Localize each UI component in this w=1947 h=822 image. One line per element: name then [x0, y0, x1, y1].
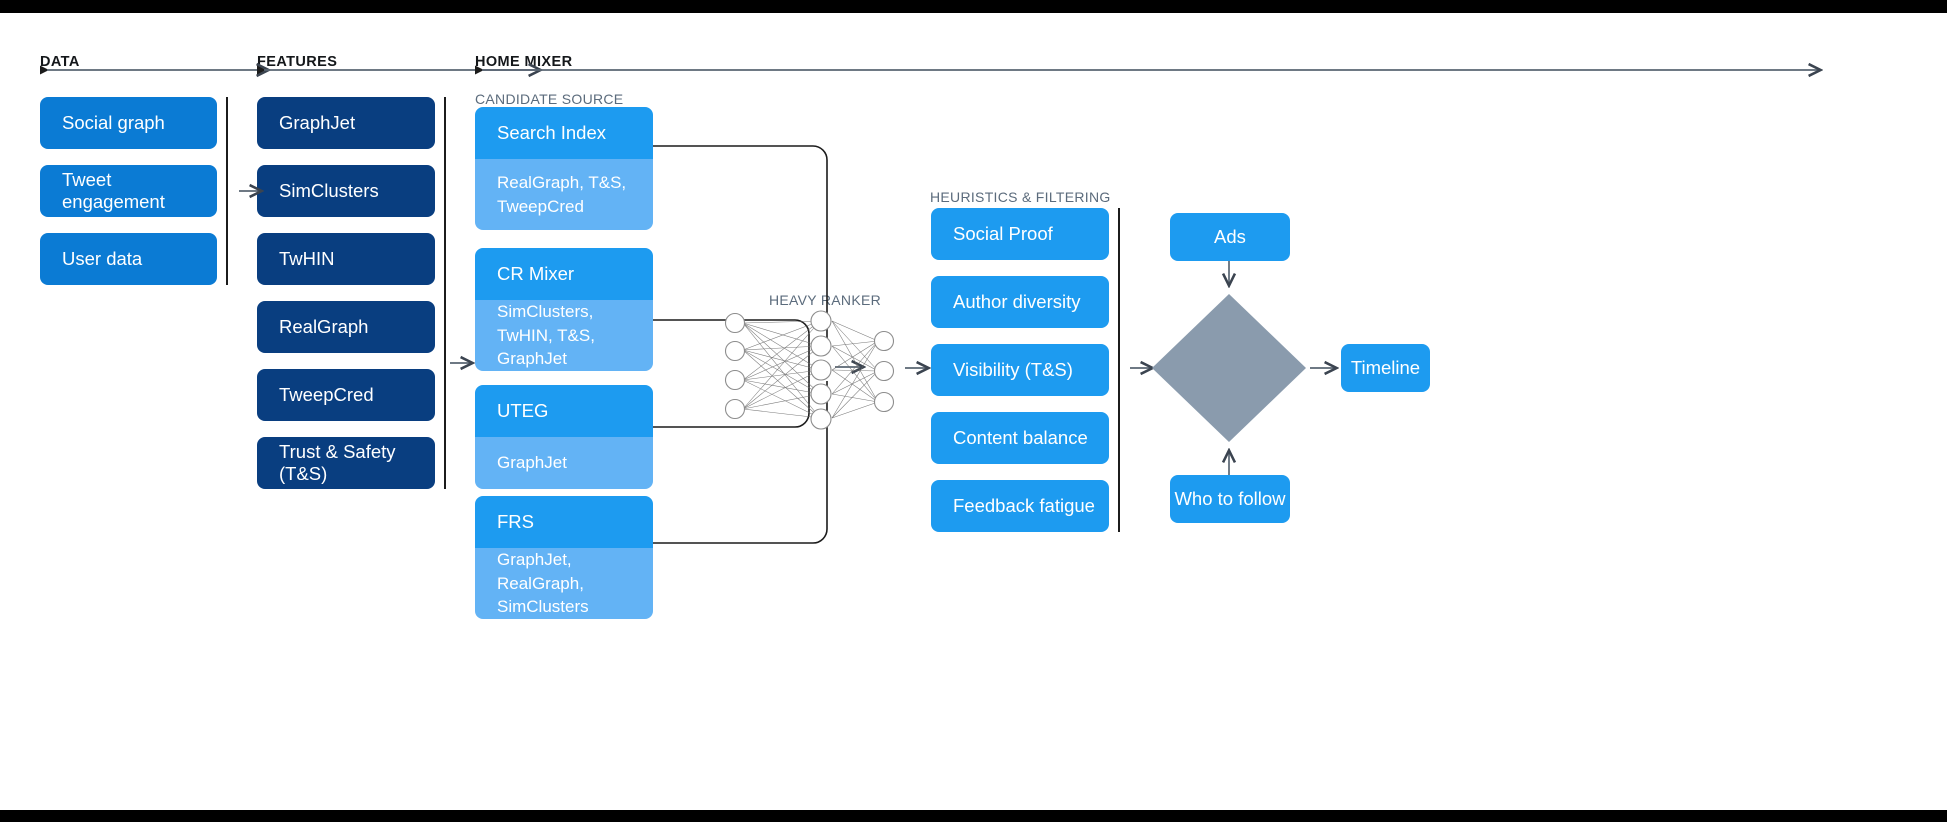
nn-input-node	[724, 312, 746, 334]
candidate-source-search-index[interactable]: Search Index RealGraph, T&S, TweepCred	[475, 107, 653, 230]
diagram-canvas: DATA FEATURES HOME MIXER CANDIDATE SOURC…	[0, 13, 1947, 810]
nn-output-node	[873, 330, 895, 352]
divider-features-homemixer	[444, 97, 446, 489]
nn-hidden-node	[810, 335, 832, 357]
card-label: Visibility (T&S)	[953, 359, 1073, 380]
card-label: Trust & Safety (T&S)	[279, 441, 396, 484]
heuristic-card-visibility[interactable]: Visibility (T&S)	[931, 344, 1109, 396]
candidate-source-features: GraphJet	[475, 437, 653, 489]
section-label-candidate-source: CANDIDATE SOURCE	[475, 91, 624, 107]
output-card-timeline[interactable]: Timeline	[1341, 344, 1430, 392]
card-label: SimClusters	[279, 180, 379, 201]
card-label: Author diversity	[953, 291, 1081, 312]
card-label: Ads	[1214, 226, 1246, 247]
feature-card-realgraph[interactable]: RealGraph	[257, 301, 435, 353]
nn-edges	[742, 321, 879, 419]
feature-card-twhin[interactable]: TwHIN	[257, 233, 435, 285]
candidate-source-title: UTEG	[475, 385, 653, 437]
section-label-heuristics: HEURISTICS & FILTERING	[930, 189, 1111, 205]
card-label: Tweet engagement	[62, 169, 165, 212]
output-card-who-to-follow[interactable]: Who to follow	[1170, 475, 1290, 523]
candidate-source-title: FRS	[475, 496, 653, 548]
card-label: Feedback fatigue	[953, 495, 1095, 516]
feature-card-graphjet[interactable]: GraphJet	[257, 97, 435, 149]
nn-hidden-node	[810, 359, 832, 381]
card-label: Social Proof	[953, 223, 1053, 244]
card-label: Timeline	[1350, 357, 1421, 378]
card-label: GraphJet	[279, 112, 356, 133]
nn-input-node	[724, 398, 746, 420]
mixing-node-label: Mixing	[1203, 359, 1257, 380]
nn-nodes	[724, 310, 895, 430]
candidate-source-features: SimClusters, TwHIN, T&S, GraphJet	[475, 300, 653, 371]
candidate-source-title: CR Mixer	[475, 248, 653, 300]
nn-hidden-node	[810, 383, 832, 405]
phase-label-home-mixer: HOME MIXER	[475, 54, 573, 70]
card-label: Who to follow	[1174, 488, 1286, 509]
candidate-source-title: Search Index	[475, 107, 653, 159]
candidate-source-uteg[interactable]: UTEG GraphJet	[475, 385, 653, 489]
nn-output-node	[873, 360, 895, 382]
divider-data-features	[226, 97, 228, 285]
letterbox-top	[0, 0, 1947, 13]
candidate-source-frs[interactable]: FRS GraphJet, RealGraph, SimClusters	[475, 496, 653, 619]
section-label-heavy-ranker: HEAVY RANKER	[769, 292, 882, 308]
nn-hidden-node	[810, 310, 832, 332]
data-card-user-data[interactable]: User data	[40, 233, 217, 285]
card-label: TwHIN	[279, 248, 335, 269]
nn-output-node	[873, 391, 895, 413]
card-label: TweepCred	[279, 384, 374, 405]
card-label: Content balance	[953, 427, 1088, 448]
heuristic-card-content-balance[interactable]: Content balance	[931, 412, 1109, 464]
heuristic-card-feedback-fatigue[interactable]: Feedback fatigue	[931, 480, 1109, 532]
data-card-social-graph[interactable]: Social graph	[40, 97, 217, 149]
heavy-ranker-network	[724, 310, 895, 430]
phase-arrow-home-mixer	[475, 66, 1820, 75]
candidate-source-features: GraphJet, RealGraph, SimClusters	[475, 548, 653, 619]
card-label: Social graph	[62, 112, 165, 133]
phase-label-features: FEATURES	[257, 54, 338, 70]
divider-heuristics-output	[1118, 208, 1120, 532]
nn-input-node	[724, 369, 746, 391]
feature-card-tweepcred[interactable]: TweepCred	[257, 369, 435, 421]
candidate-source-bracket-inner	[653, 319, 810, 428]
letterbox-bottom	[0, 810, 1947, 822]
feature-card-simclusters[interactable]: SimClusters	[257, 165, 435, 217]
card-label: User data	[62, 248, 143, 269]
heuristic-card-social-proof[interactable]: Social Proof	[931, 208, 1109, 260]
nn-input-node	[724, 340, 746, 362]
feature-card-trust-safety[interactable]: Trust & Safety (T&S)	[257, 437, 435, 489]
candidate-source-bracket-outer	[653, 145, 828, 544]
heuristic-card-author-diversity[interactable]: Author diversity	[931, 276, 1109, 328]
nn-hidden-node	[810, 408, 832, 430]
card-label: RealGraph	[279, 316, 369, 337]
candidate-source-cr-mixer[interactable]: CR Mixer SimClusters, TwHIN, T&S, GraphJ…	[475, 248, 653, 371]
data-card-tweet-engagement[interactable]: Tweet engagement	[40, 165, 217, 217]
output-card-ads[interactable]: Ads	[1170, 213, 1290, 261]
candidate-source-features: RealGraph, T&S, TweepCred	[475, 159, 653, 230]
phase-label-data: DATA	[40, 54, 80, 70]
